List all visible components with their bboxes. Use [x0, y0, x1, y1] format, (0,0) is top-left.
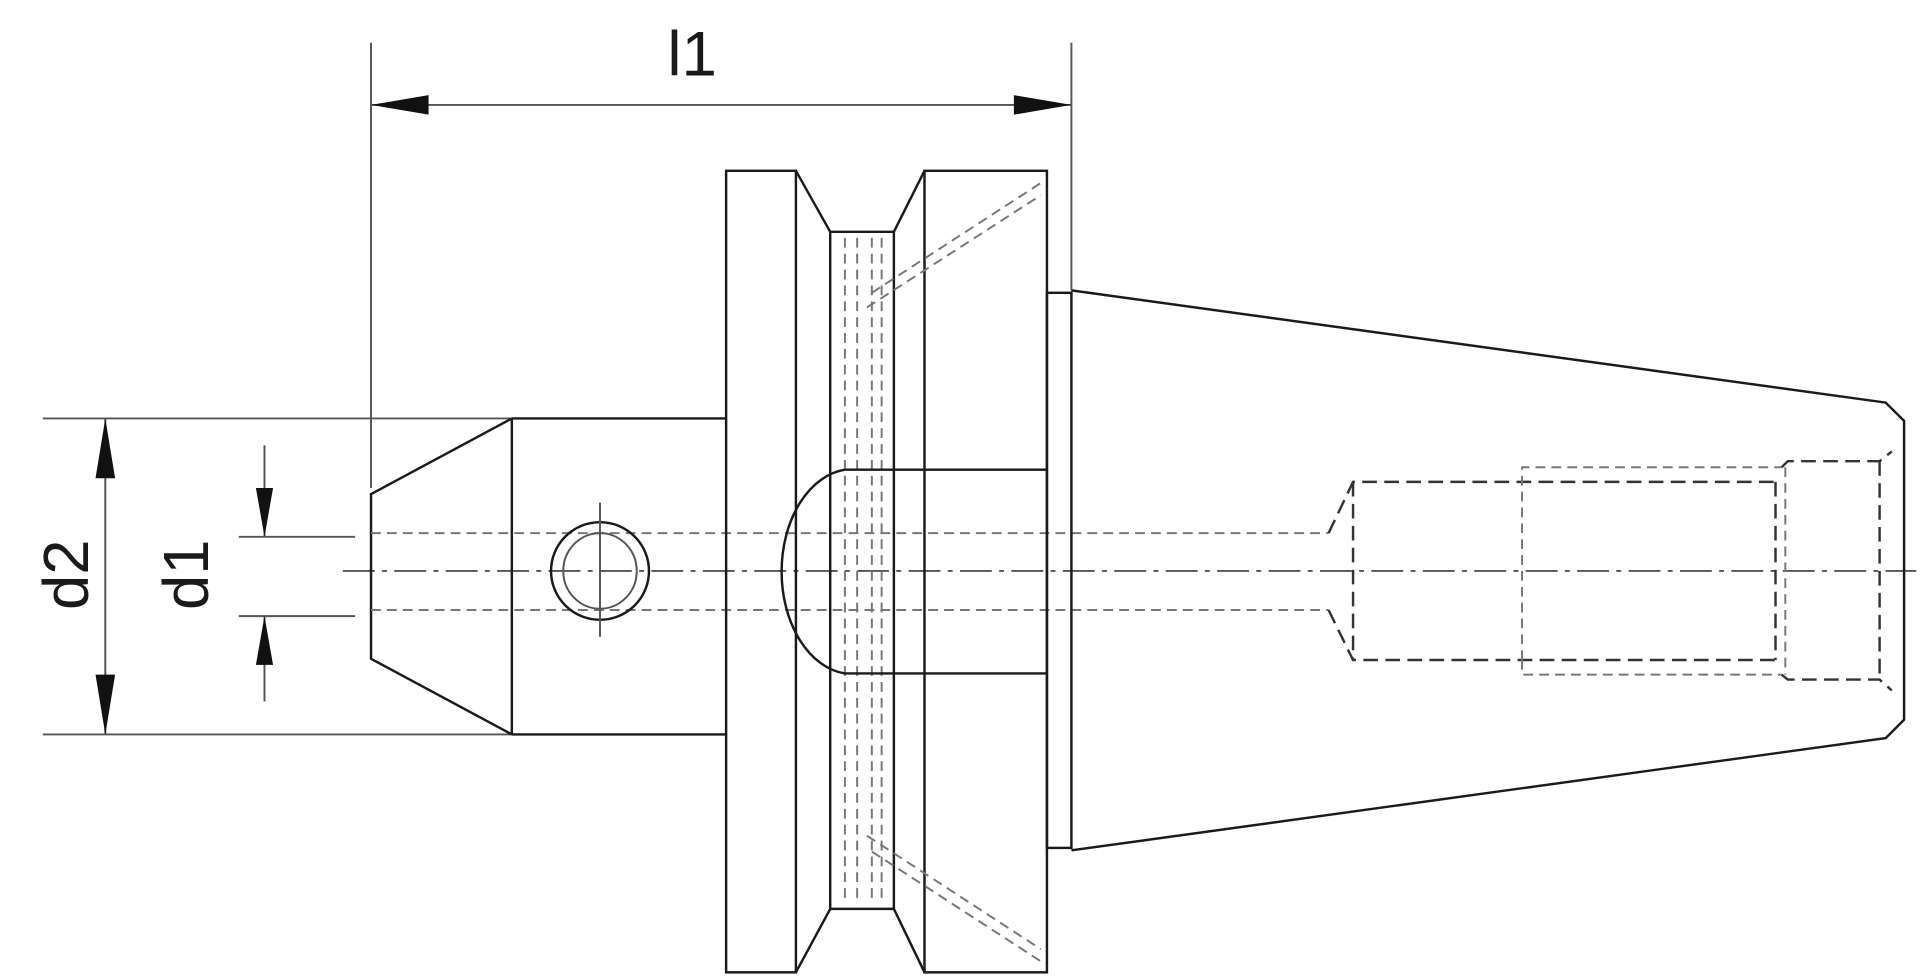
set-screw: [549, 502, 651, 637]
bore-hidden-lines: [371, 532, 1329, 611]
shank: [369, 417, 727, 736]
d1-label: d1: [151, 539, 222, 610]
taper: [1045, 289, 1906, 852]
l1-label: l1: [667, 19, 717, 90]
l1-dimension: l1: [370, 19, 1073, 488]
d1-dimension: d1: [151, 445, 356, 702]
drive-slot: [780, 468, 1047, 675]
pull-stud-thread-hidden: [1327, 450, 1893, 692]
d2-label: d2: [31, 539, 102, 610]
d2-dimension: d2: [31, 417, 512, 736]
